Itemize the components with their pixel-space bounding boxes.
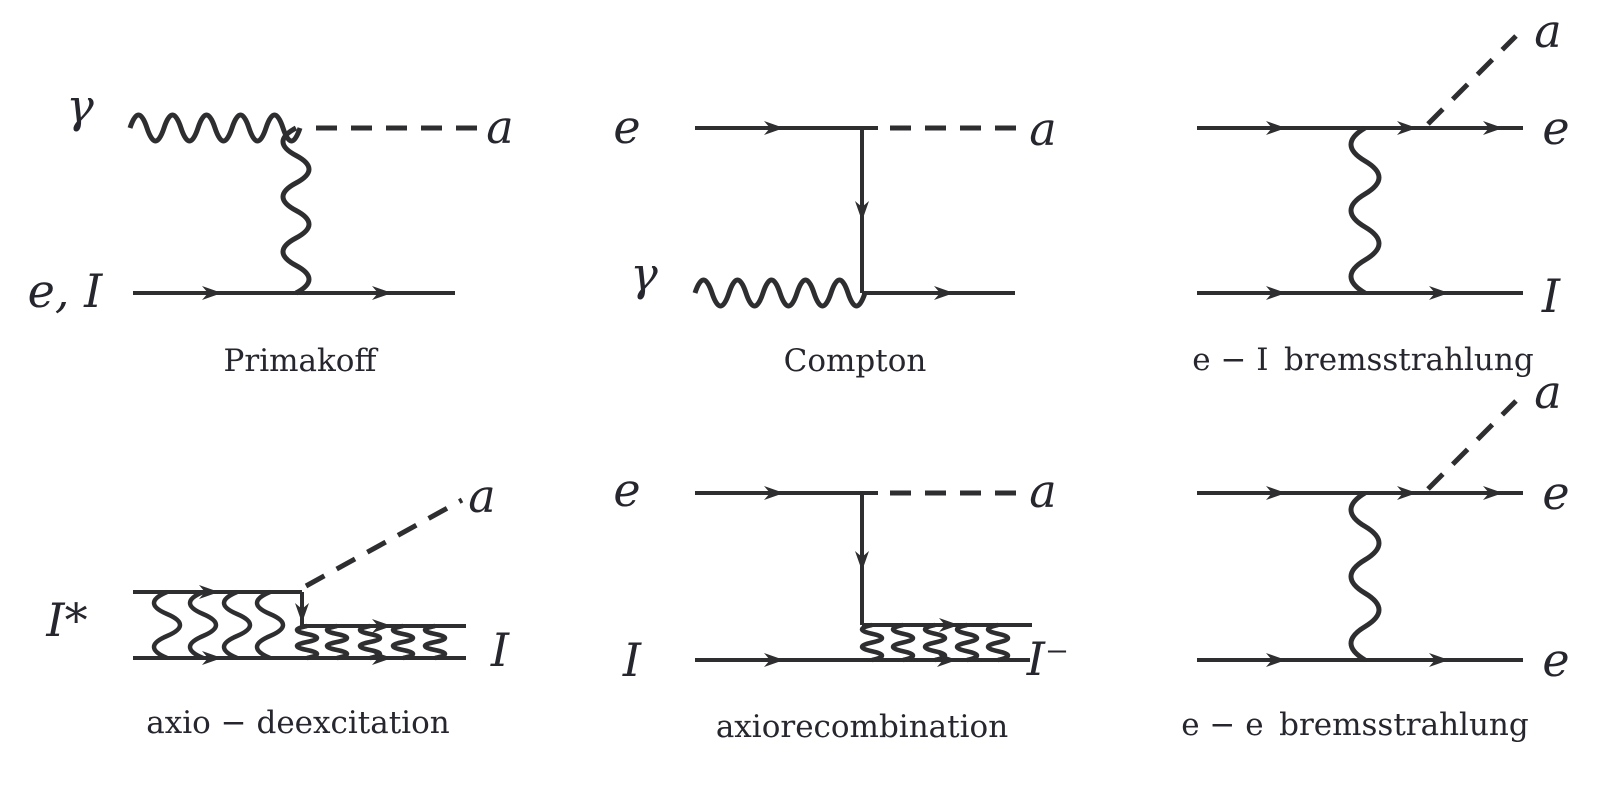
photon-label: γ [630,247,658,301]
diagram-primakoff: γ e, I a Primakoff [28,79,514,379]
arrowheads [764,121,954,300]
photon-propagator [280,125,312,296]
photon-propagator [1348,125,1382,296]
diagram-e-e-bremsstrahlung: a e e e − e bremsstrahlung [1181,365,1569,743]
photon-wavy-line [127,112,303,144]
excited-ion-label: I* [45,593,87,647]
axion-dashed-line [304,497,464,589]
diagram-caption: e − I bremsstrahlung [1192,342,1533,378]
diagram-caption: axio − deexcitation [146,705,449,741]
diagram-caption: e − e bremsstrahlung [1181,707,1529,743]
axion-label: a [1534,365,1561,419]
diagram-caption: Compton [784,343,927,379]
ion-label: I [490,623,510,677]
photon-propagator [1348,490,1382,663]
photon-wavy-line [692,277,868,309]
arrowheads [1266,121,1503,300]
arrowheads [199,585,392,665]
diagram-axio-deexcitation: I* a I axio − deexcitation [45,469,510,741]
electron-label: e [1542,101,1569,155]
band-wiggles [859,622,1011,663]
axion-dashed-line [1426,34,1518,126]
ion-label: I [1541,269,1561,323]
axion-dashed-line [1426,399,1518,491]
band-wiggles [151,589,448,661]
axion-label: a [468,469,495,523]
electron-top-label: e [1542,466,1569,520]
arrowheads [1266,486,1503,667]
electron-label: e [613,463,640,517]
axion-label: a [1534,4,1561,58]
electron-bottom-label: e [1542,633,1569,687]
diagram-e-I-bremsstrahlung: a e I e − I bremsstrahlung [1192,4,1569,378]
ion-in-label: I [622,633,642,687]
diagram-compton: e γ a Compton [613,100,1056,379]
fermion-label: e, I [28,264,103,318]
ion-out-label: I⁻ [1026,632,1069,686]
electron-label: e [613,100,640,154]
axion-label: a [1029,102,1056,156]
photon-label: γ [66,79,94,133]
diagram-caption: Primakoff [224,343,379,379]
axion-label: a [486,100,513,154]
axion-label: a [1029,464,1056,518]
diagram-axiorecombination: e I a I⁻ axiorecombination [613,463,1069,745]
diagram-caption: axiorecombination [716,709,1008,745]
